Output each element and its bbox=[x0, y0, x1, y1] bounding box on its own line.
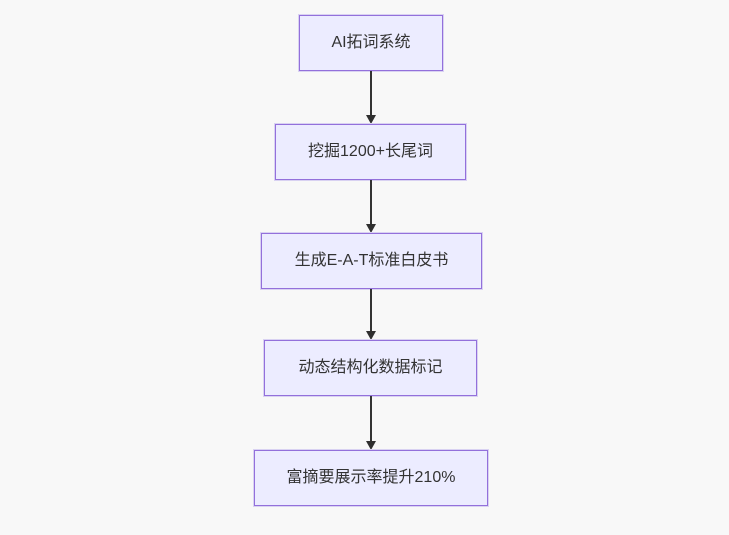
flow-node-mine-longtail-keywords: 挖掘1200+长尾词 bbox=[275, 124, 466, 180]
arrow-down-icon bbox=[366, 331, 376, 340]
arrow-down-icon bbox=[366, 224, 376, 233]
flow-node-rich-snippet-rate-increase: 富摘要展示率提升210% bbox=[254, 450, 488, 506]
edge-line-4 bbox=[370, 396, 372, 441]
arrow-down-icon bbox=[366, 115, 376, 124]
edge-line-1 bbox=[370, 71, 372, 115]
flow-node-generate-eat-whitepaper: 生成E-A-T标准白皮书 bbox=[261, 233, 482, 289]
flow-node-dynamic-structured-data-markup: 动态结构化数据标记 bbox=[264, 340, 477, 396]
flow-node-ai-word-expansion-system: AI拓词系统 bbox=[299, 15, 443, 71]
edge-line-3 bbox=[370, 289, 372, 331]
edge-line-2 bbox=[370, 180, 372, 224]
arrow-down-icon bbox=[366, 441, 376, 450]
